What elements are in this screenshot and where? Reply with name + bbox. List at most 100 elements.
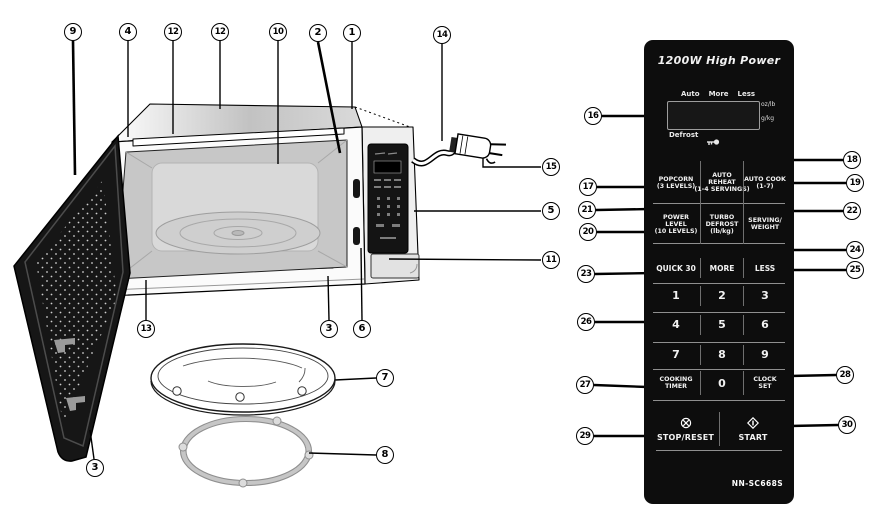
unit-label: g/kg bbox=[761, 115, 775, 122]
start-icon bbox=[746, 416, 760, 431]
callout-12: 12 bbox=[164, 23, 182, 41]
callout-4: 4 bbox=[119, 23, 137, 41]
door-latch-hooks bbox=[54, 338, 85, 411]
callout-17: 17 bbox=[579, 178, 597, 196]
callout-2: 2 bbox=[309, 24, 327, 42]
stop-icon bbox=[680, 417, 692, 431]
callout-5: 5 bbox=[542, 202, 560, 220]
display-mode-labels: Auto More Less bbox=[681, 90, 755, 98]
key-icon bbox=[706, 131, 720, 150]
oven-cavity bbox=[115, 139, 348, 280]
panel-button: 4 bbox=[672, 318, 680, 331]
panel-button: LESS bbox=[743, 258, 786, 278]
door-window bbox=[36, 180, 117, 424]
callout-23: 23 bbox=[577, 265, 595, 283]
callout-12: 12 bbox=[211, 23, 229, 41]
callout-19: 19 bbox=[846, 174, 864, 192]
stop-reset-label: STOP/RESET bbox=[656, 433, 715, 442]
panel-divider bbox=[656, 450, 782, 451]
panel-button: SERVING/WEIGHT bbox=[743, 204, 786, 244]
callout-22: 22 bbox=[843, 202, 861, 220]
turntable-shaft bbox=[231, 230, 245, 236]
display-mode-label: Auto bbox=[681, 90, 700, 98]
callout-24: 24 bbox=[846, 241, 864, 259]
stop-reset-button: STOP/RESET bbox=[652, 412, 719, 446]
hidden-edge bbox=[354, 106, 411, 128]
panel-button: 6 bbox=[743, 315, 786, 335]
callout-27: 27 bbox=[576, 376, 594, 394]
callout-13: 13 bbox=[137, 320, 155, 338]
start-button: START bbox=[719, 412, 786, 446]
turntable-tray bbox=[150, 343, 336, 416]
panel-divider bbox=[653, 312, 785, 313]
callout-14: 14 bbox=[433, 26, 451, 44]
display-window bbox=[667, 101, 760, 130]
panel-button: 2 bbox=[700, 286, 743, 306]
display-mode-label: More bbox=[708, 90, 729, 98]
door-release-button bbox=[370, 253, 420, 279]
callout-9: 9 bbox=[64, 23, 82, 41]
top-vent bbox=[132, 127, 345, 147]
mini-control-panel bbox=[367, 143, 409, 254]
panel-divider bbox=[653, 369, 785, 370]
callout-1: 1 bbox=[343, 24, 361, 42]
panel-divider bbox=[653, 243, 785, 244]
start-label: START bbox=[738, 433, 768, 442]
callout-3: 3 bbox=[320, 320, 338, 338]
display-mode-label: Less bbox=[737, 90, 756, 98]
callout-10: 10 bbox=[269, 23, 287, 41]
callout-3: 3 bbox=[86, 459, 104, 477]
callout-20: 20 bbox=[579, 223, 597, 241]
door-latch-holes bbox=[353, 179, 360, 245]
callout-25: 25 bbox=[846, 261, 864, 279]
power-plug bbox=[449, 133, 507, 164]
callout-21: 21 bbox=[578, 201, 596, 219]
panel-button: 8 bbox=[700, 345, 743, 365]
oven-body bbox=[107, 103, 420, 297]
roller-ring bbox=[178, 415, 314, 488]
panel-button: POPCORN(3 LEVELS) bbox=[656, 175, 696, 190]
callout-30: 30 bbox=[838, 416, 856, 434]
callout-16: 16 bbox=[584, 107, 602, 125]
oven-door bbox=[13, 134, 131, 462]
panel-button: 0 bbox=[700, 371, 743, 395]
panel-button: 9 bbox=[743, 345, 786, 365]
panel-divider bbox=[653, 342, 785, 343]
panel-button: MORE bbox=[700, 258, 743, 278]
callout-26: 26 bbox=[577, 313, 595, 331]
panel-divider bbox=[653, 203, 785, 204]
panel-button: QUICK 30 bbox=[656, 263, 696, 273]
callout-11: 11 bbox=[542, 251, 560, 269]
callout-8: 8 bbox=[376, 446, 394, 464]
callout-7: 7 bbox=[376, 369, 394, 387]
panel-divider bbox=[653, 283, 785, 284]
panel-button: 1 bbox=[672, 289, 680, 302]
panel-divider bbox=[653, 400, 785, 401]
panel-button: AUTO COOK(1-7) bbox=[743, 161, 786, 204]
callout-15: 15 bbox=[542, 158, 560, 176]
model-number: NN-SC668S bbox=[731, 479, 783, 488]
defrost-label: Defrost bbox=[669, 131, 699, 139]
panel-wattage-label: 1200W High Power bbox=[657, 54, 781, 67]
callout-28: 28 bbox=[836, 366, 854, 384]
panel-button: 3 bbox=[743, 286, 786, 306]
power-cord bbox=[411, 133, 507, 167]
callout-29: 29 bbox=[576, 427, 594, 445]
panel-button: 5 bbox=[700, 315, 743, 335]
display-unit-labels: oz/lb g/kg bbox=[761, 102, 775, 130]
panel-button: 7 bbox=[672, 348, 680, 361]
unit-label: oz/lb bbox=[761, 101, 776, 108]
callout-18: 18 bbox=[843, 151, 861, 169]
